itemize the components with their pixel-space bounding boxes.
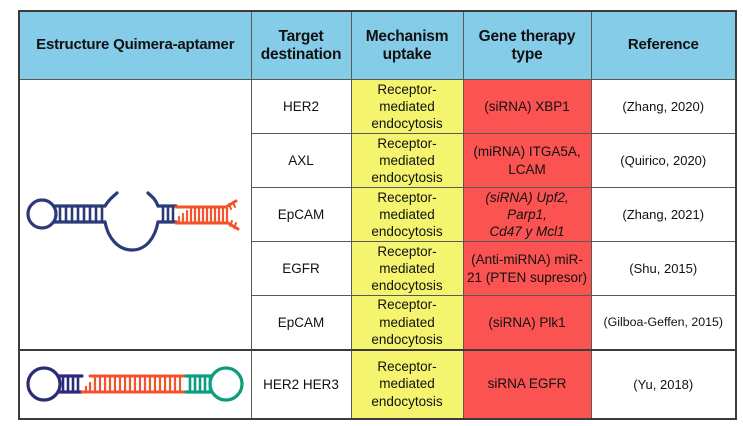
mechanism-line-2: mediated	[379, 376, 435, 392]
cell-mechanism-uptake: Receptor- mediated endocytosis	[350, 79, 464, 134]
mechanism-line-1: Receptor-	[377, 359, 437, 375]
gene-line-2: Parp1,	[507, 206, 547, 222]
cell-mechanism-uptake: Receptor- mediated endocytosis	[350, 295, 464, 350]
cell-mechanism-uptake: Receptor- mediated endocytosis	[350, 348, 464, 420]
cell-mechanism-uptake: Receptor- mediated endocytosis	[350, 133, 464, 188]
column-header-mechanism-line1: Mechanism	[365, 28, 449, 46]
table-body: HER2 Receptor- mediated endocytosis (siR…	[18, 79, 737, 420]
mechanism-line-1: Receptor-	[377, 189, 437, 205]
aptamer-chimera-table: Estructure Quimera-aptamer Target destin…	[18, 10, 737, 420]
column-header-reference: Reference	[590, 10, 737, 80]
cell-gene-therapy-type: (siRNA) XBP1	[462, 79, 592, 134]
mechanism-line-3: endocytosis	[371, 278, 443, 294]
column-header-target-line2: destination	[260, 45, 342, 63]
column-header-target: Target destination	[250, 10, 352, 80]
cell-target-destination: HER2	[250, 79, 352, 134]
mechanism-line-3: endocytosis	[371, 224, 443, 240]
mechanism-line-2: mediated	[379, 152, 435, 168]
column-header-gene-line1: Gene therapy	[478, 28, 576, 46]
cell-target-destination: HER2 HER3	[250, 348, 352, 420]
table-row: EpCAM Receptor- mediated endocytosis (si…	[19, 295, 737, 350]
gene-line-2: 21 (PTEN supresor)	[466, 269, 588, 285]
gene-line-2: LCAM	[508, 161, 546, 177]
cell-target-destination: EGFR	[250, 241, 352, 296]
table-row: HER2 Receptor- mediated endocytosis (siR…	[18, 79, 737, 350]
mechanism-line-2: mediated	[379, 206, 435, 222]
table-row: EpCAM Receptor- mediated endocytosis (si…	[19, 187, 737, 242]
mechanism-line-3: endocytosis	[371, 331, 443, 347]
cell-target-destination: AXL	[250, 133, 352, 188]
mechanism-line-3: endocytosis	[371, 393, 443, 409]
mechanism-line-3: endocytosis	[371, 116, 443, 132]
column-header-gene-therapy: Gene therapy type	[462, 10, 592, 80]
gene-line-1: (Anti-miRNA) miR-	[471, 252, 583, 268]
mechanism-line-2: mediated	[379, 314, 435, 330]
table-row: HER2 HER3 Receptor- mediated endocytosis…	[18, 348, 737, 420]
table-header: Estructure Quimera-aptamer Target destin…	[18, 10, 737, 80]
cell-reference: (Zhang, 2021)	[590, 187, 737, 242]
column-header-structure: Estructure Quimera-aptamer	[18, 10, 252, 80]
gene-line-1: siRNA EGFR	[487, 376, 567, 392]
cell-reference: (Zhang, 2020)	[590, 79, 737, 134]
cell-mechanism-uptake: Receptor- mediated endocytosis	[350, 187, 464, 242]
gene-line-1: (siRNA) XBP1	[484, 98, 570, 114]
cell-gene-therapy-type: (siRNA) Upf2, Parp1, Cd47 y Mcl1	[462, 187, 592, 242]
gene-line-1: (siRNA) Upf2,	[485, 189, 569, 205]
cell-mechanism-uptake: Receptor- mediated endocytosis	[350, 241, 464, 296]
table-row: AXL Receptor- mediated endocytosis (miRN…	[19, 133, 737, 188]
gene-line-1: (miRNA) ITGA5A,	[473, 144, 581, 160]
gene-line-1: (siRNA) Plk1	[488, 314, 566, 330]
cell-reference: (Gilboa-Geffen, 2015)	[590, 295, 737, 350]
mechanism-line-1: Receptor-	[377, 135, 437, 151]
cell-target-destination: EpCAM	[250, 187, 352, 242]
column-header-mechanism: Mechanism uptake	[350, 10, 464, 80]
mechanism-line-1: Receptor-	[377, 297, 437, 313]
mechanism-line-1: Receptor-	[377, 81, 437, 97]
mechanism-line-1: Receptor-	[377, 243, 437, 259]
column-header-mechanism-line2: uptake	[382, 45, 432, 63]
cell-gene-therapy-type: (siRNA) Plk1	[462, 295, 592, 350]
column-header-gene-line2: type	[511, 45, 543, 63]
cell-gene-therapy-type: siRNA EGFR	[462, 348, 592, 420]
mechanism-line-3: endocytosis	[371, 170, 443, 186]
header-row: Estructure Quimera-aptamer Target destin…	[18, 10, 737, 80]
cell-reference: (Quirico, 2020)	[590, 133, 737, 188]
aptamer-sirna-sticky-svg	[26, 191, 240, 252]
cell-gene-therapy-type: (Anti-miRNA) miR- 21 (PTEN supresor)	[462, 241, 592, 296]
gene-line-3: Cd47 y Mcl1	[489, 224, 565, 240]
mechanism-line-2: mediated	[379, 98, 435, 114]
cell-reference: (Shu, 2015)	[590, 241, 737, 296]
dual-aptamer-duplex-svg	[26, 365, 244, 402]
structure-diagram-chimera-aptamer-sirna	[18, 79, 252, 350]
mechanism-line-2: mediated	[379, 260, 435, 276]
cell-target-destination: EpCAM	[250, 295, 352, 350]
cell-reference: (Yu, 2018)	[590, 348, 737, 420]
structure-diagram-dual-aptamer-duplex	[18, 348, 252, 420]
column-header-target-line1: Target	[278, 28, 324, 46]
cell-gene-therapy-type: (miRNA) ITGA5A, LCAM	[462, 133, 592, 188]
